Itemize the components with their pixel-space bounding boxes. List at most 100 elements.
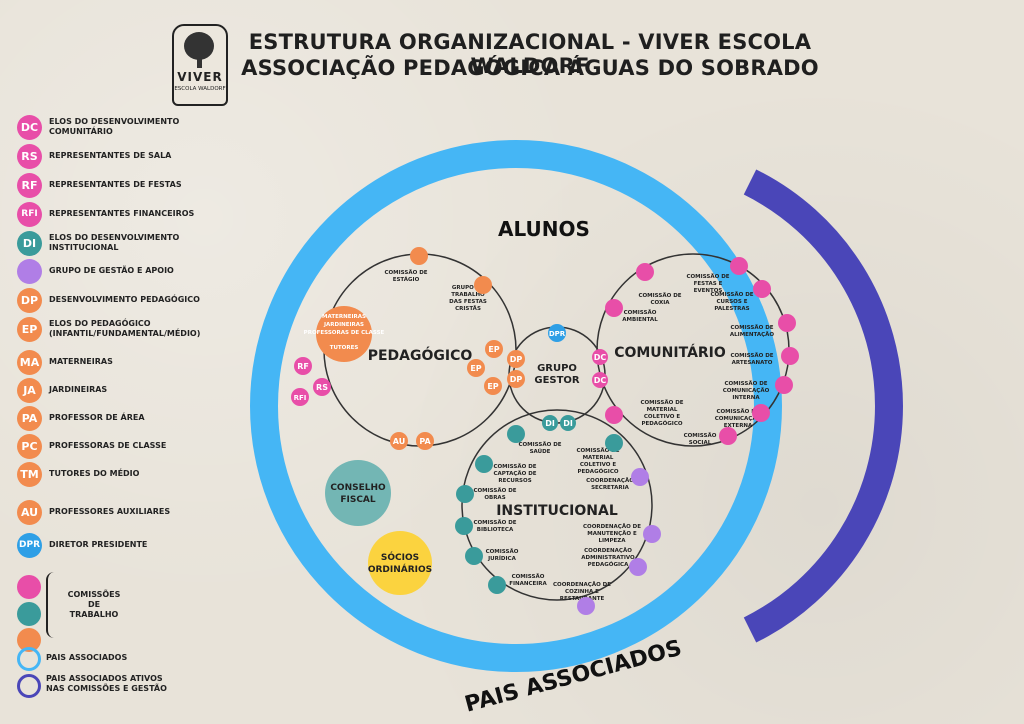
di-badge (560, 415, 576, 431)
logo-subtitle: ESCOLA WALDORF (174, 86, 226, 92)
comunitario-item-dot (605, 406, 623, 424)
legend-label: DIRETOR PRESIDENTE (49, 540, 148, 549)
pedagogico-badge-label: RS (316, 383, 328, 392)
pedagogico-badge (390, 432, 408, 450)
institucional-circle (461, 409, 653, 601)
dpr-badge (548, 324, 566, 342)
institucional-item-dot (456, 485, 474, 503)
pedagogico-badge-label: AU (393, 437, 405, 446)
legend-badge (17, 259, 42, 284)
institucional-item-dot (643, 525, 661, 543)
pedagogico-badge (484, 377, 502, 395)
viver-logo: VIVER ESCOLA WALDORF (172, 24, 228, 106)
legend-label: REPRESENTANTES FINANCEIROS (49, 209, 195, 218)
legend-label: JARDINEIRAS (49, 385, 108, 394)
institucional-item-dot (465, 547, 483, 565)
institucional-item-dot (631, 468, 649, 486)
alunos-label: ALUNOS (498, 217, 590, 241)
legend-commission-swatch (17, 575, 41, 599)
institucional-item-dot (605, 434, 623, 452)
tree-trunk-icon (197, 56, 202, 68)
legend-ring-label: PAIS ASSOCIADOS ATIVOS NAS COMISSÕES E G… (46, 674, 167, 693)
staff-line: MATERNEIRAS (322, 314, 366, 320)
staff-line: JARDINEIRAS (323, 322, 364, 328)
grupo-gestor-title: GRUPO (537, 363, 577, 374)
pedagogico-badge (507, 370, 525, 388)
institucional-item-dot (455, 517, 473, 535)
staff-line: PROFESSORAS DE CLASSE (304, 330, 385, 336)
pedagogico-staff-circle (316, 306, 372, 362)
dc-badge-label: DC (594, 353, 607, 362)
di-badge-label: DI (545, 419, 555, 428)
legend-label: PROFESSOR DE ÁREA (49, 413, 145, 422)
comunitario-title: COMUNITÁRIO (614, 344, 726, 361)
legend-ring-label: PAIS ASSOCIADOS (46, 653, 128, 662)
comunitario-item-dot (752, 404, 770, 422)
pedagogico-badge (485, 340, 503, 358)
pedagogico-badge-label: EP (470, 364, 481, 373)
tree-icon (184, 32, 214, 60)
institucional-title: INSTITUCIONAL (496, 503, 618, 519)
pedagogico-badge (291, 388, 309, 406)
comunitario-item-dot (730, 257, 748, 275)
legend-ring (17, 647, 41, 671)
dpr-badge-label: DPR (549, 330, 566, 338)
institucional-item-dot (629, 558, 647, 576)
institucional-item-dot (577, 597, 595, 615)
pedagogico-title: PEDAGÓGICO (368, 346, 473, 364)
legend-badge: DC (17, 115, 42, 140)
pedagogico-badge-label: PA (419, 437, 431, 446)
pedagogico-badge-label: DP (510, 355, 523, 364)
conselho-fiscal-circle (325, 460, 391, 526)
legend-badge: TM (17, 462, 42, 487)
pais-ativos-arc (743, 169, 903, 643)
pedagogico-badge-label: EP (488, 345, 499, 354)
page-subtitle: ASSOCIAÇÃO PEDAGÓGICA ÁGUAS DO SOBRADO (241, 56, 819, 80)
legend-badge: MA (17, 350, 42, 375)
staff-line: TUTORES (330, 345, 359, 351)
legend-ring (17, 674, 41, 698)
legend-label: ELOS DO DESENVOLVIMENTO COMUNITÁRIO (49, 117, 180, 136)
pedagogico-badge (507, 350, 525, 368)
institucional-item-dot (507, 425, 525, 443)
legend-badge: DP (17, 288, 42, 313)
legend-badge: RS (17, 144, 42, 169)
legend-label: DESENVOLVIMENTO PEDAGÓGICO (49, 295, 200, 304)
legend-badge: AU (17, 500, 42, 525)
legend-label: PROFESSORES AUXILIARES (49, 507, 171, 516)
legend-commissions-label: COMISSÕES DE TRABALHO (67, 590, 121, 619)
di-badge (542, 415, 558, 431)
pedagogico-badge (416, 432, 434, 450)
comunitario-item-dot (605, 299, 623, 317)
legend-label: ELOS DO PEDAGÓGICO (INFANTIL/FUNDAMENTAL… (49, 319, 201, 338)
legend-badge: EP (17, 317, 42, 342)
comunitario-item-dot (781, 347, 799, 365)
legend-label: ELOS DO DESENVOLVIMENTO INSTITUCIONAL (49, 233, 180, 252)
dc-badge (592, 372, 608, 388)
pedagogico-badge (313, 378, 331, 396)
grupo-festas-dot (474, 276, 492, 294)
pedagogico-badge-label: EP (487, 382, 498, 391)
legend-commission-swatch (17, 602, 41, 626)
legend-badge: DI (17, 231, 42, 256)
institucional-item-dot (475, 455, 493, 473)
